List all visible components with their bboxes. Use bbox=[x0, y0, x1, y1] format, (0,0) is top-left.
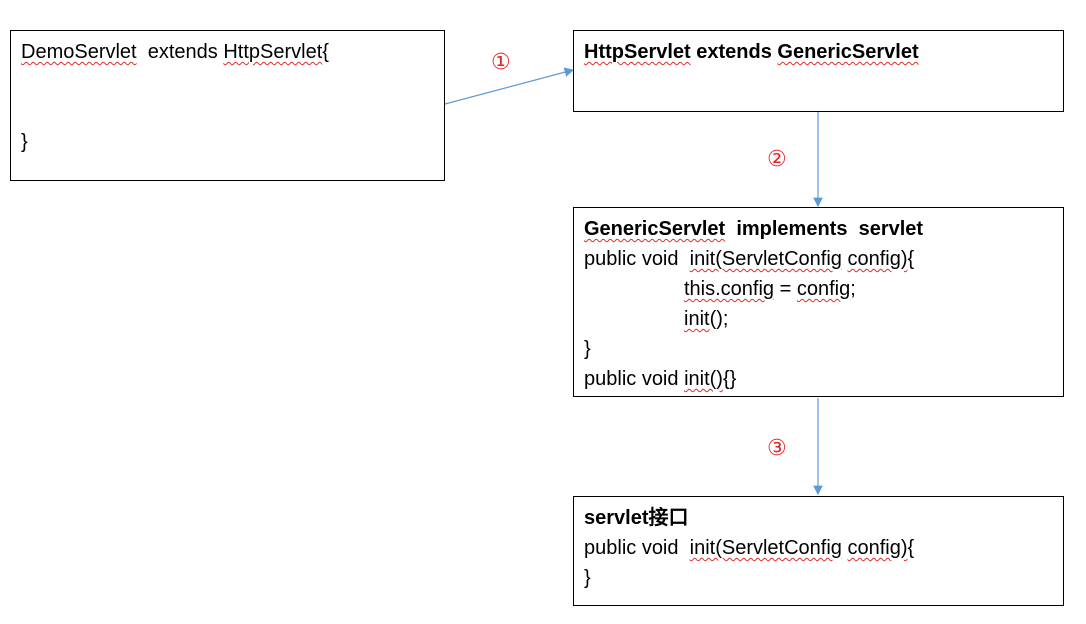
generic-servlet-box: GenericServlet implements servlet public… bbox=[573, 207, 1064, 397]
step-label-3: ③ bbox=[767, 436, 787, 461]
http-servlet-line-1: HttpServlet extends GenericServlet bbox=[584, 41, 919, 63]
servlet-interface-line-2: public void init(ServletConfig config){ bbox=[584, 537, 915, 559]
generic-servlet-line-2: public void init(ServletConfig config){ bbox=[584, 248, 915, 270]
servlet-interface-line-1: servlet接口 bbox=[584, 507, 689, 529]
generic-servlet-line-4: init(); bbox=[684, 308, 729, 330]
generic-servlet-line-1: GenericServlet implements servlet bbox=[584, 218, 924, 240]
servlet-interface-box: servlet接口 public void init(ServletConfig… bbox=[573, 496, 1064, 606]
demo-servlet-line-1: DemoServlet extends HttpServlet{ bbox=[21, 41, 329, 63]
generic-servlet-line-6: public void init(){} bbox=[584, 368, 737, 390]
demo-servlet-box: DemoServlet extends HttpServlet{ } bbox=[10, 30, 445, 181]
http-servlet-box: HttpServlet extends GenericServlet bbox=[573, 30, 1064, 112]
step-label-1: ① bbox=[491, 50, 511, 75]
generic-servlet-line-3: this.config = config; bbox=[684, 278, 856, 300]
arrow-demo-to-http bbox=[444, 67, 575, 105]
generic-servlet-line-5: } bbox=[584, 338, 591, 360]
servlet-interface-line-3: } bbox=[584, 567, 591, 589]
step-label-2: ② bbox=[767, 147, 787, 172]
demo-servlet-line-2: } bbox=[21, 131, 28, 153]
